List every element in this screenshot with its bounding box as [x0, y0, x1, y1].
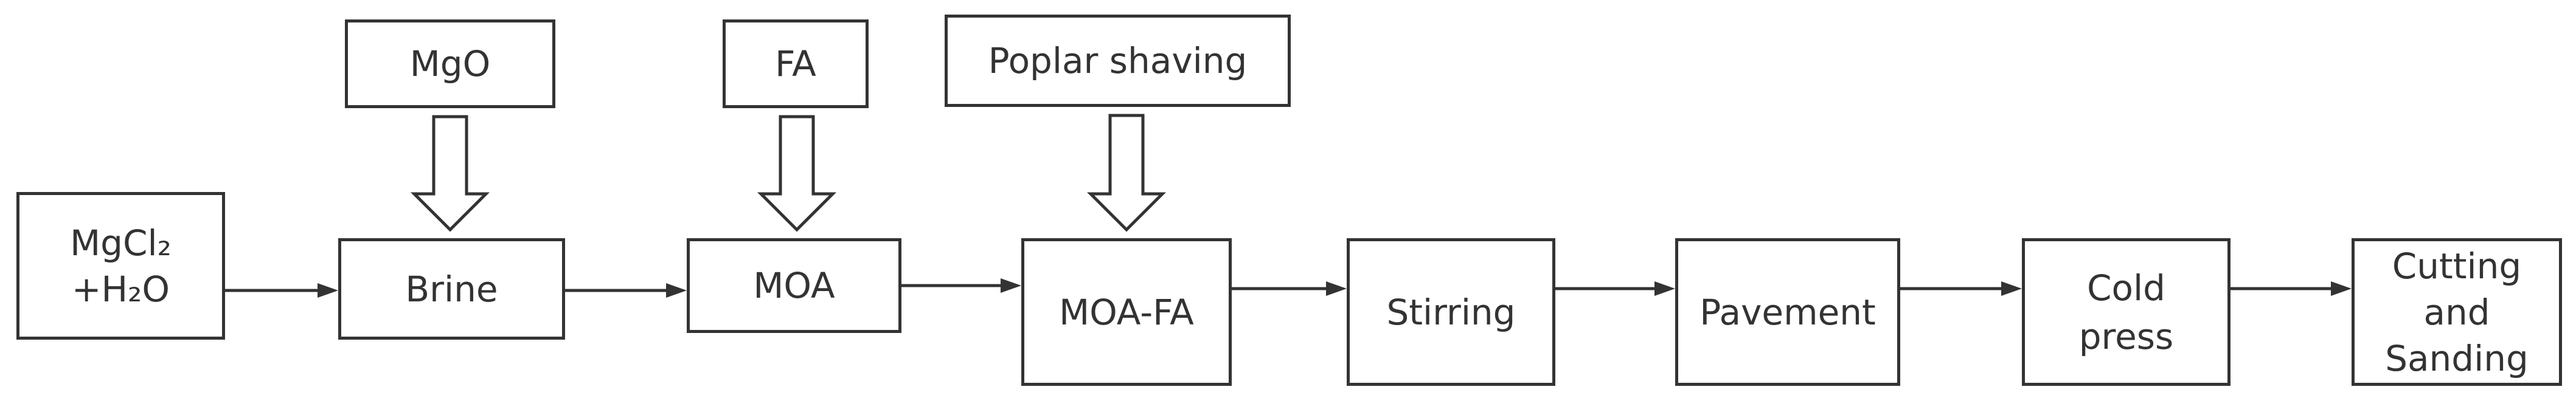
arrow-cold-press-to-cutting-and-sanding: [2231, 281, 2352, 296]
process-step-mgcl2-h2o: MgCl₂ +H₂O: [16, 192, 225, 340]
step-label: MOA-FA: [1059, 289, 1194, 335]
step-label: Cutting and Sanding: [2385, 243, 2529, 382]
input-label: MgO: [409, 43, 491, 84]
step-label: Stirring: [1386, 289, 1515, 335]
input-label-wrap: Poplar shaving: [988, 38, 1248, 84]
arrow-moa-fa-to-stirring: [1232, 281, 1347, 296]
step-label-line: Cold: [2087, 267, 2165, 309]
arrow-head: [318, 283, 338, 298]
arrow-head: [1001, 278, 1021, 293]
input-poplar-shaving: Poplar shaving: [945, 15, 1291, 107]
input-mgo: MgO: [345, 19, 555, 108]
step-label-line: MgCl₂: [70, 222, 172, 264]
arrow-stirring-to-pavement: [1555, 281, 1675, 296]
hollow-arrow-poplar-shaving-to-moa-fa: [1086, 114, 1167, 232]
arrow-brine-to-moa: [565, 283, 687, 298]
process-step-cutting-and-sanding: Cutting and Sanding: [2352, 238, 2562, 386]
arrow-head: [2331, 281, 2352, 296]
process-step-moa-fa: MOA-FA: [1021, 238, 1232, 386]
step-label-line: and: [2423, 291, 2490, 333]
process-step-brine: Brine: [338, 238, 565, 340]
hollow-arrow-mgo-to-brine: [410, 115, 490, 232]
arrow-head: [1654, 281, 1675, 296]
step-label: Cold press: [2079, 264, 2174, 361]
input-label-wrap: MgO: [410, 41, 491, 87]
process-step-stirring: Stirring: [1347, 238, 1555, 386]
hollow-arrow-fa-to-moa: [757, 115, 837, 232]
step-label: Pavement: [1699, 289, 1876, 335]
input-fa: FA: [723, 19, 869, 108]
step-label: MgCl₂ +H₂O: [70, 220, 172, 312]
arrow-mgcl2-h2o-to-brine: [225, 283, 338, 298]
step-label-line: Stirring: [1386, 291, 1516, 333]
step-label: MOA: [753, 262, 835, 309]
arrow-moa-to-moa-fa: [901, 278, 1021, 293]
step-label-line: press: [2078, 315, 2174, 357]
arrow-head: [1326, 281, 1347, 296]
step-label-line: Cutting: [2392, 245, 2522, 287]
step-label: Brine: [405, 266, 498, 312]
step-label-line: +H₂O: [71, 268, 170, 310]
input-label: Poplar shaving: [988, 40, 1248, 81]
arrow-pavement-to-cold-press: [1900, 281, 2022, 296]
step-label-line: Brine: [405, 268, 498, 310]
step-label-line: MOA: [753, 265, 835, 306]
step-label-line: MOA-FA: [1059, 291, 1194, 333]
step-label-line: Sanding: [2385, 337, 2529, 379]
arrow-head: [2001, 281, 2022, 296]
input-label: FA: [775, 43, 816, 84]
arrow-head: [666, 283, 687, 298]
process-step-moa: MOA: [687, 238, 901, 333]
input-label-wrap: FA: [775, 41, 816, 87]
step-label-line: Pavement: [1699, 291, 1876, 333]
process-step-cold-press: Cold press: [2022, 238, 2231, 386]
process-step-pavement: Pavement: [1675, 238, 1900, 386]
